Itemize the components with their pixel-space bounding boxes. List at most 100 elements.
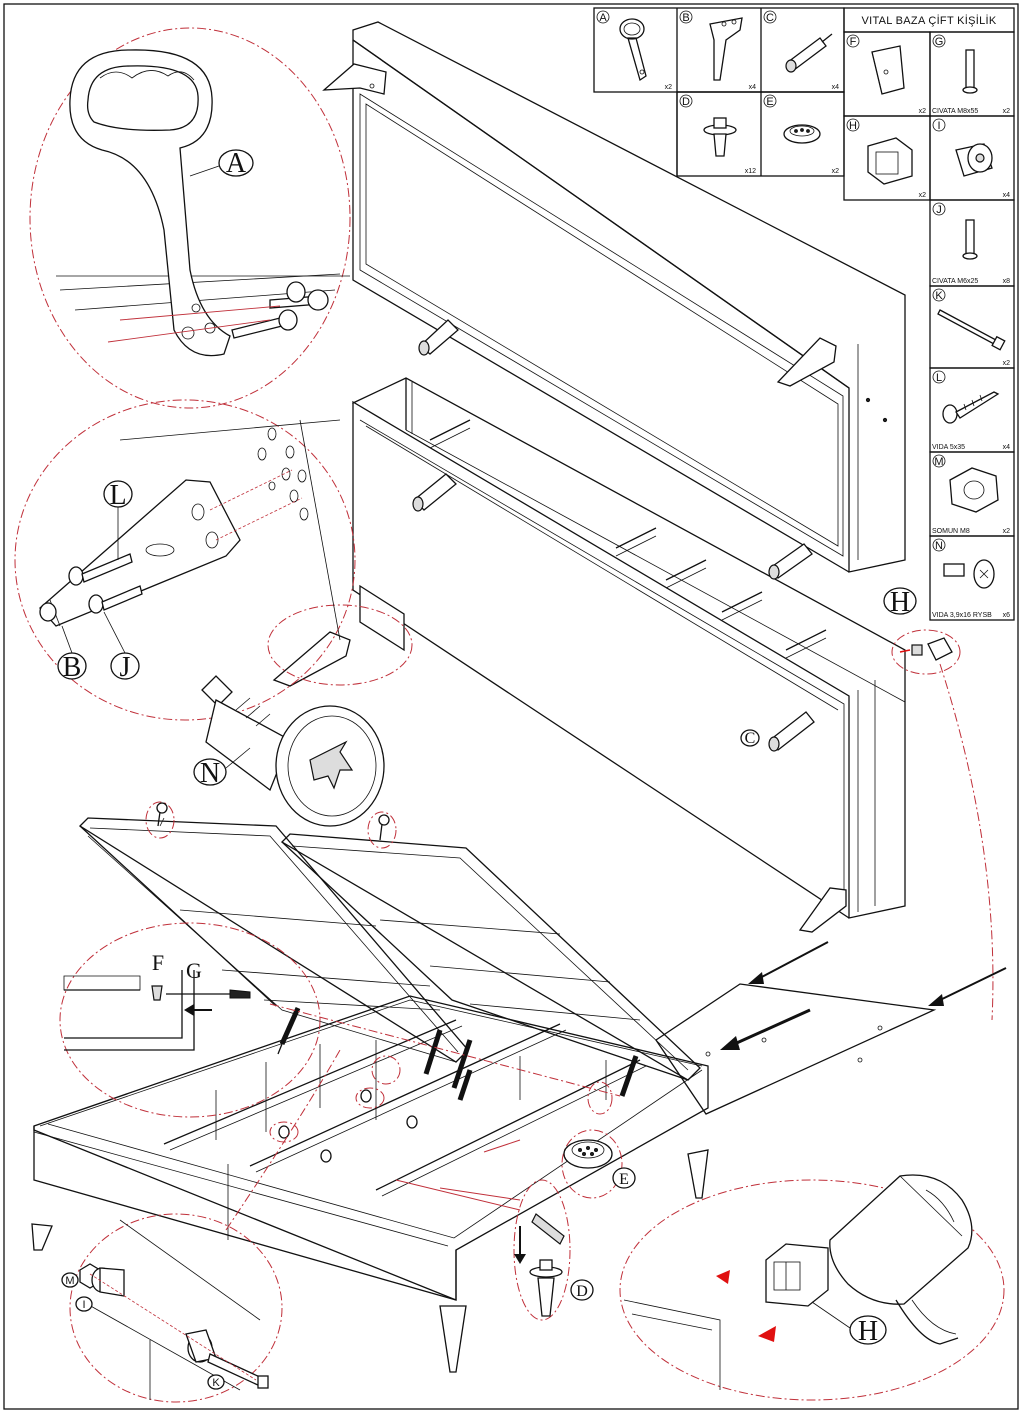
callout-D: D [576,1283,588,1300]
hammer-icon [829,1174,973,1345]
callout-J: J [120,652,131,683]
part-letter-L: L [936,372,942,384]
part-cell-H: H x2 [846,118,927,199]
square-cap-icon [765,1243,829,1307]
headboard-back-panel [322,21,906,573]
bed-side-frame [267,377,906,933]
part-qty-K: x2 [1003,360,1011,367]
part-qty-N: x6 [1003,612,1011,619]
nut-icon [949,467,999,513]
handle-icon [378,814,390,841]
part-cell-L: L VIDA 5x35 x4 [932,370,1011,451]
part-cell-D: D x12 [679,94,756,175]
part-qty-J: x8 [1003,278,1011,285]
arrow-icon [928,967,1007,1006]
bushing-icon [955,143,993,177]
bolt-icon [229,989,251,999]
bolt-icon [207,1353,269,1389]
handle-icon [619,18,647,82]
bed-base [31,801,709,1373]
gas-strut-right [619,1055,639,1097]
bolt-icon [286,281,306,303]
part-qty-E: x2 [832,168,840,175]
square-cap-icon [911,637,953,661]
cylinder-pin-icon [768,711,815,752]
push-rivet-icon [703,117,737,157]
callout-C-group: C [740,729,760,747]
page-border [3,3,1019,1410]
part-cell-I: I x4 [932,118,1010,199]
detail-hammer-H: H [619,1174,1005,1401]
callout-M: M [65,1275,74,1287]
part-letter-D: D [682,96,690,108]
wedge-block-icon [871,45,905,95]
part-letter-B: B [682,12,689,24]
part-cell-E: E x2 [763,94,840,175]
detail-handle: A [29,27,351,409]
gas-strut-middle [423,1029,473,1101]
screw-icon [942,391,1000,424]
part-qty-H: x2 [919,192,927,199]
part-caption-M: SOMUN M8 [932,528,970,535]
part-qty-L: x4 [1003,444,1011,451]
part-qty-A: x2 [665,84,673,91]
detail-rivet-D: D [513,1179,594,1321]
cylinder-pin-icon [785,33,833,73]
callout-A: A [226,148,247,179]
arrow-icon [720,1008,811,1050]
detail-F-G: F G [59,922,321,1118]
detail-cap-H: H [883,587,994,1021]
part-letter-E: E [766,96,773,108]
part-letter-I: I [937,120,940,132]
part-cell-F: F x2 [846,34,927,115]
callout-G: G [186,958,202,983]
handle-icon [156,802,168,827]
callout-N: N [200,758,220,789]
leg-icon [709,17,743,81]
callout-L: L [109,480,126,511]
push-rivet-icon [529,1259,563,1317]
bolt-icon [962,219,978,260]
cylinder-pin-icon [278,1089,418,1163]
screw-icon [531,1213,565,1245]
bushing-icon [185,1329,217,1363]
vent-cap-icon [783,124,821,144]
bolt-icon [231,309,298,339]
part-cell-G: G CIVATA M8x55 x2 [932,34,1010,115]
part-cell-A: A x2 [596,10,673,91]
callout-H-bottom: H [858,1316,878,1347]
part-qty-B: x4 [749,84,757,91]
callout-B: B [63,652,82,683]
arrow-icon [184,1004,212,1016]
part-letter-K: K [935,290,943,302]
leg-icon [798,887,847,933]
detail-leg-mount: L B J [14,399,356,721]
part-caption-J: CIVATA M6x25 [932,278,978,285]
cylinder-pin-icon [412,473,457,512]
part-cell-B: B x4 [679,10,757,91]
callout-F: F [152,950,164,975]
leg-icon [39,479,241,627]
part-qty-C: x4 [832,84,840,91]
leg-icon [272,631,351,687]
handle-icon [69,49,231,357]
part-cell-N: N VIDA 3,9x16 RYSB x6 [932,538,1011,619]
callout-I: I [82,1299,85,1311]
wedge-block-icon [151,985,163,1001]
detail-vent-E: E [561,1129,636,1199]
screw-icon [943,559,995,589]
arrow-icon [514,1226,526,1264]
callout-E: E [619,1171,629,1188]
part-caption-G: CIVATA M8x55 [932,108,978,115]
part-letter-J: J [936,204,942,216]
parts-table: VITAL BAZA ÇİFT KİŞİLİK A x2 B x4 [593,7,1015,621]
leg-icon [776,337,837,387]
part-cell-J: J CIVATA M6x25 x8 [932,202,1011,285]
table-title: VITAL BAZA ÇİFT KİŞİLİK [861,14,996,27]
screw-icon [68,553,133,586]
leg-icon [687,1149,709,1199]
part-qty-F: x2 [919,108,927,115]
detail-bolt-nut: M I K [61,1049,341,1403]
